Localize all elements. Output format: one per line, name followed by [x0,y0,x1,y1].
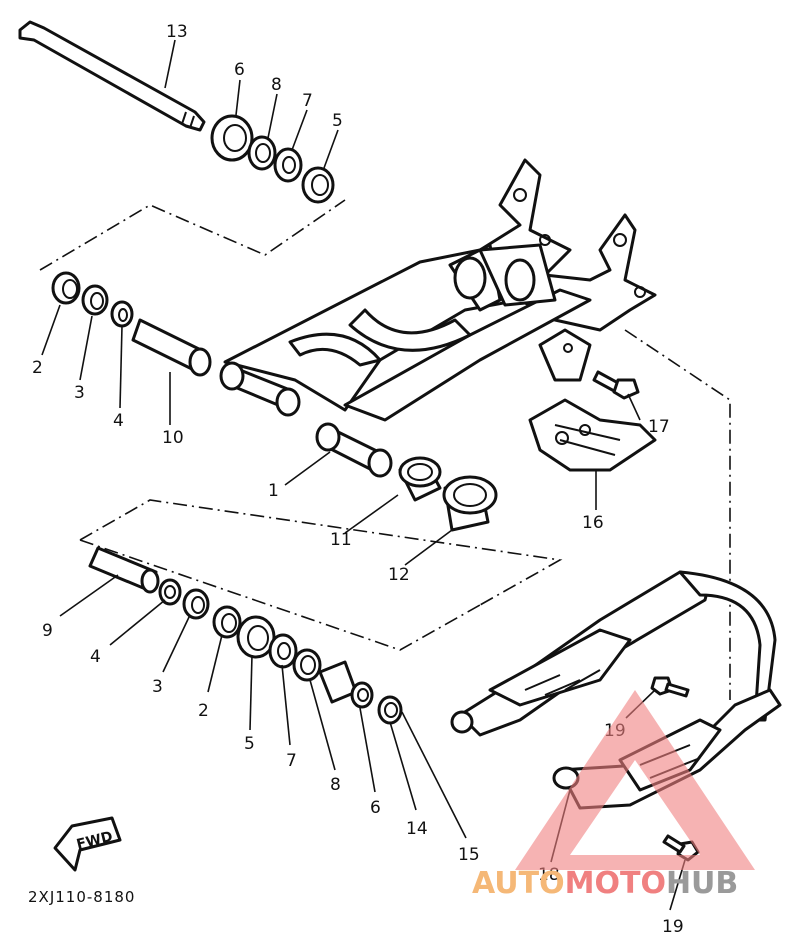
swingarm [219,158,657,478]
collar-12 [442,475,498,532]
upper-bushing-set [210,114,335,204]
callout-8b: 8 [330,775,341,795]
callout-4a: 4 [113,411,124,431]
callout-5a: 5 [332,111,343,131]
chain-guide [528,398,657,472]
callout-2b: 2 [198,701,209,721]
callout-6a: 6 [234,60,245,80]
watermark-triangle-icon [515,690,755,870]
lower-bearing-set [88,546,403,725]
callout-12: 12 [388,565,410,585]
callout-9: 9 [42,621,53,641]
callout-8a: 8 [271,75,282,95]
footrest-assembly [450,570,782,862]
watermark-text: AUTOMOTOHUB [472,866,738,901]
callout-7a: 7 [302,91,313,111]
callout-7b: 7 [286,751,297,771]
footrest-leader [624,329,731,700]
callout-1: 1 [268,481,279,501]
middle-group-outline [79,499,563,606]
watermark-logo: AUTOMOTOHUB [472,690,755,901]
callout-14: 14 [406,819,428,839]
lower-group-outline [79,539,481,651]
callout-5b: 5 [244,734,255,754]
callout-4b: 4 [90,647,101,667]
bushing-11 [398,456,442,502]
callout-19b: 19 [662,917,684,937]
fwd-arrow: FWD [53,816,122,872]
callout-17: 17 [648,417,670,437]
callout-3b: 3 [152,677,163,697]
pivot-shaft [18,20,206,132]
left-bearing-set [51,271,212,377]
upper-group-outline [39,199,346,271]
bolt-17 [592,370,640,400]
callouts: 13 6 8 7 5 2 3 4 10 1 11 12 16 17 9 4 3 … [32,22,684,937]
callout-15: 15 [458,845,480,865]
callout-2a: 2 [32,358,43,378]
callout-6b: 6 [370,798,381,818]
callout-11: 11 [330,530,352,550]
callout-10: 10 [162,428,184,448]
diagram-code: 2XJ110-8180 [28,888,135,906]
callout-16: 16 [582,513,604,533]
callout-3a: 3 [74,383,85,403]
callout-13: 13 [166,22,188,42]
